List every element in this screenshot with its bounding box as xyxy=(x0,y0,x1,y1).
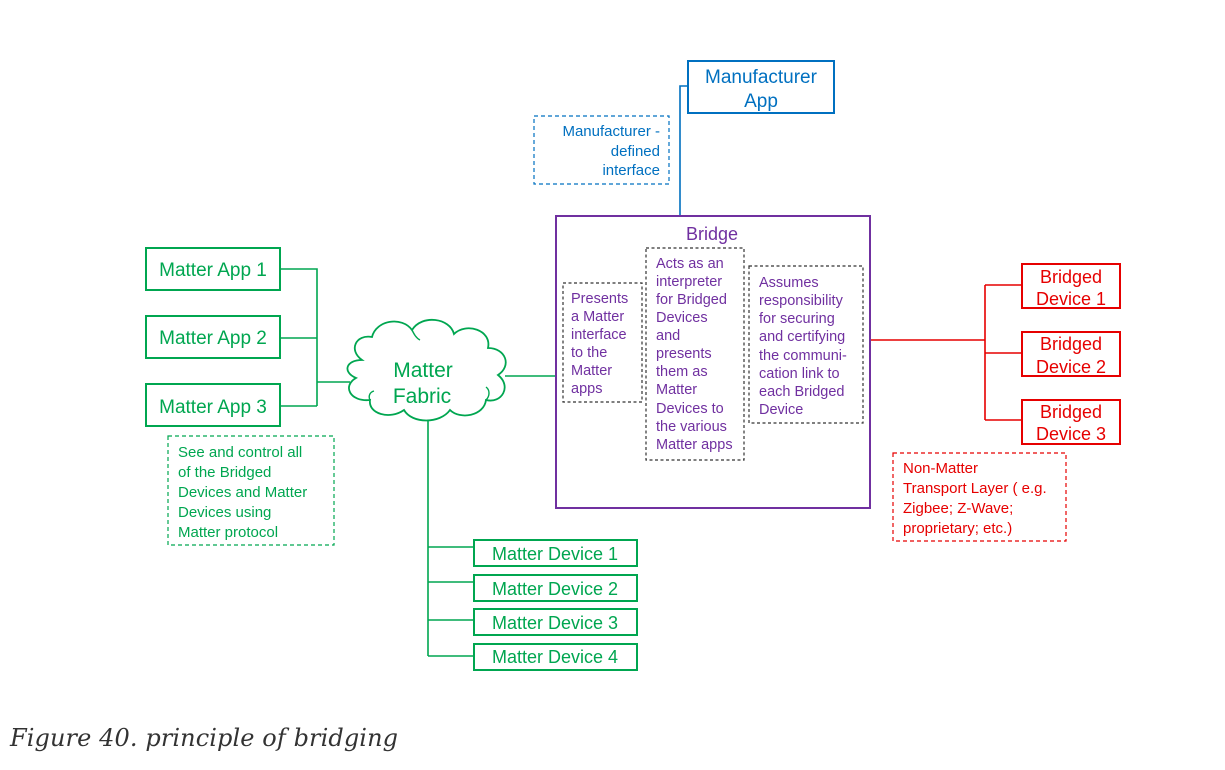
transport-layer-note: Non-Matter Transport Layer ( e.g. Zigbee… xyxy=(892,452,1067,542)
bridge-box: Bridge Presents a Matter interface to th… xyxy=(555,215,871,509)
matter-apps-note: See and control all of the Bridged Devic… xyxy=(167,435,335,546)
matter-device-2: Matter Device 2 xyxy=(473,574,638,602)
bridge-note-middle-line-3: for Bridged xyxy=(656,292,727,308)
bridge-note-middle-line-2: interpreter xyxy=(656,274,722,290)
bridge-note-middle-line-11: Matter apps xyxy=(656,437,733,453)
bridge-note-right-line-3: for securing xyxy=(759,311,835,327)
bridge-note-right-line-2: responsibility xyxy=(759,293,844,309)
matter-device-1-label: Matter Device 1 xyxy=(492,544,618,564)
matter-app-1: Matter App 1 xyxy=(145,247,281,291)
bridged-device-2: Bridged Device 2 xyxy=(1021,331,1121,377)
bridge-note-middle-line-4: Devices xyxy=(656,310,708,326)
connector-bridge-bridged xyxy=(870,284,1022,421)
bridge-note-right-line-5: the communi- xyxy=(759,348,847,364)
bridge-note-left-line-6: apps xyxy=(571,381,602,397)
bridge-note-middle-line-8: Matter xyxy=(656,382,697,398)
matter-apps-note-line-3: Devices and Matter xyxy=(178,484,307,501)
matter-app-2-label: Matter App 2 xyxy=(159,328,267,349)
bridge-title: Bridge xyxy=(686,224,738,244)
figure-caption: Figure 40. principle of bridging xyxy=(10,724,399,752)
matter-device-1: Matter Device 1 xyxy=(473,539,638,567)
bridge-note-right-line-7: each Bridged xyxy=(759,384,844,400)
manufacturer-interface-note-line-1: Manufacturer - xyxy=(562,123,660,140)
bridged-device-2-label-line-2: Device 2 xyxy=(1036,357,1106,377)
transport-note-line-3: Zigbee; Z-Wave; xyxy=(903,500,1013,517)
bridge-note-left-line-5: Matter xyxy=(571,363,612,379)
connectors xyxy=(280,85,1022,657)
connector-bridge-manufacturer xyxy=(679,85,688,216)
manufacturer-app-label-line-2: App xyxy=(744,91,778,112)
matter-fabric-cloud: Matter Fabric xyxy=(346,319,507,422)
bridging-diagram: Manufacturer App Manufacturer - defined … xyxy=(145,60,1121,671)
matter-fabric-label-line-1: Matter xyxy=(393,359,453,382)
matter-device-4-label: Matter Device 4 xyxy=(492,647,618,667)
transport-note-line-4: proprietary; etc.) xyxy=(903,520,1012,537)
connector-apps-fabric xyxy=(280,268,350,407)
bridged-device-3: Bridged Device 3 xyxy=(1021,399,1121,445)
matter-device-3-label: Matter Device 3 xyxy=(492,613,618,633)
bridge-note-middle-line-7: them as xyxy=(656,364,708,380)
bridge-note-security: Assumes responsibility for securing and … xyxy=(748,265,864,424)
matter-app-3-label: Matter App 3 xyxy=(159,397,267,418)
manufacturer-interface-note-line-3: interface xyxy=(602,162,660,179)
bridge-note-interpreter: Acts as an interpreter for Bridged Devic… xyxy=(645,247,745,461)
bridge-note-middle-line-9: Devices to xyxy=(656,401,724,417)
transport-note-line-2: Transport Layer ( e.g. xyxy=(903,480,1047,497)
transport-note-line-1: Non-Matter xyxy=(903,460,978,477)
matter-device-4: Matter Device 4 xyxy=(473,643,638,671)
matter-device-3: Matter Device 3 xyxy=(473,608,638,636)
bridge-note-presents: Presents a Matter interface to the Matte… xyxy=(562,282,643,403)
bridged-device-1: Bridged Device 1 xyxy=(1021,263,1121,309)
matter-apps-note-line-2: of the Bridged xyxy=(178,464,271,481)
bridge-note-left-line-4: to the xyxy=(571,345,607,361)
bridge-note-right-line-4: and certifying xyxy=(759,329,845,345)
bridge-note-middle-line-6: presents xyxy=(656,346,712,362)
manufacturer-app-box: Manufacturer App xyxy=(687,60,835,114)
bridge-note-middle-line-1: Acts as an xyxy=(656,256,724,272)
matter-apps-note-line-5: Matter protocol xyxy=(178,524,278,541)
matter-apps-note-line-4: Devices using xyxy=(178,504,271,521)
bridge-note-right-line-1: Assumes xyxy=(759,275,819,291)
manufacturer-interface-note: Manufacturer - defined interface xyxy=(533,115,670,185)
matter-fabric-label-line-2: Fabric xyxy=(393,385,451,408)
bridge-note-middle-line-10: the various xyxy=(656,419,727,435)
bridge-note-right-line-8: Device xyxy=(759,402,803,418)
bridge-note-left-line-2: a Matter xyxy=(571,309,624,325)
bridged-device-1-label-line-1: Bridged xyxy=(1040,267,1102,287)
bridge-note-right-line-6: cation link to xyxy=(759,366,840,382)
matter-app-2: Matter App 2 xyxy=(145,315,281,359)
bridged-device-1-label-line-2: Device 1 xyxy=(1036,289,1106,309)
bridge-note-left-line-3: interface xyxy=(571,327,627,343)
bridge-note-middle-line-5: and xyxy=(656,328,680,344)
bridged-device-3-label-line-2: Device 3 xyxy=(1036,424,1106,444)
matter-apps-note-line-1: See and control all xyxy=(178,444,302,461)
bridged-device-2-label-line-1: Bridged xyxy=(1040,334,1102,354)
cloud-shape xyxy=(346,319,507,422)
matter-app-3: Matter App 3 xyxy=(145,383,281,427)
connector-fabric-devices xyxy=(427,420,474,657)
matter-app-1-label: Matter App 1 xyxy=(159,260,267,281)
bridge-note-left-line-1: Presents xyxy=(571,291,628,307)
matter-device-2-label: Matter Device 2 xyxy=(492,579,618,599)
manufacturer-app-label-line-1: Manufacturer xyxy=(705,67,818,88)
bridged-device-3-label-line-1: Bridged xyxy=(1040,402,1102,422)
manufacturer-interface-note-line-2: defined xyxy=(611,143,660,160)
